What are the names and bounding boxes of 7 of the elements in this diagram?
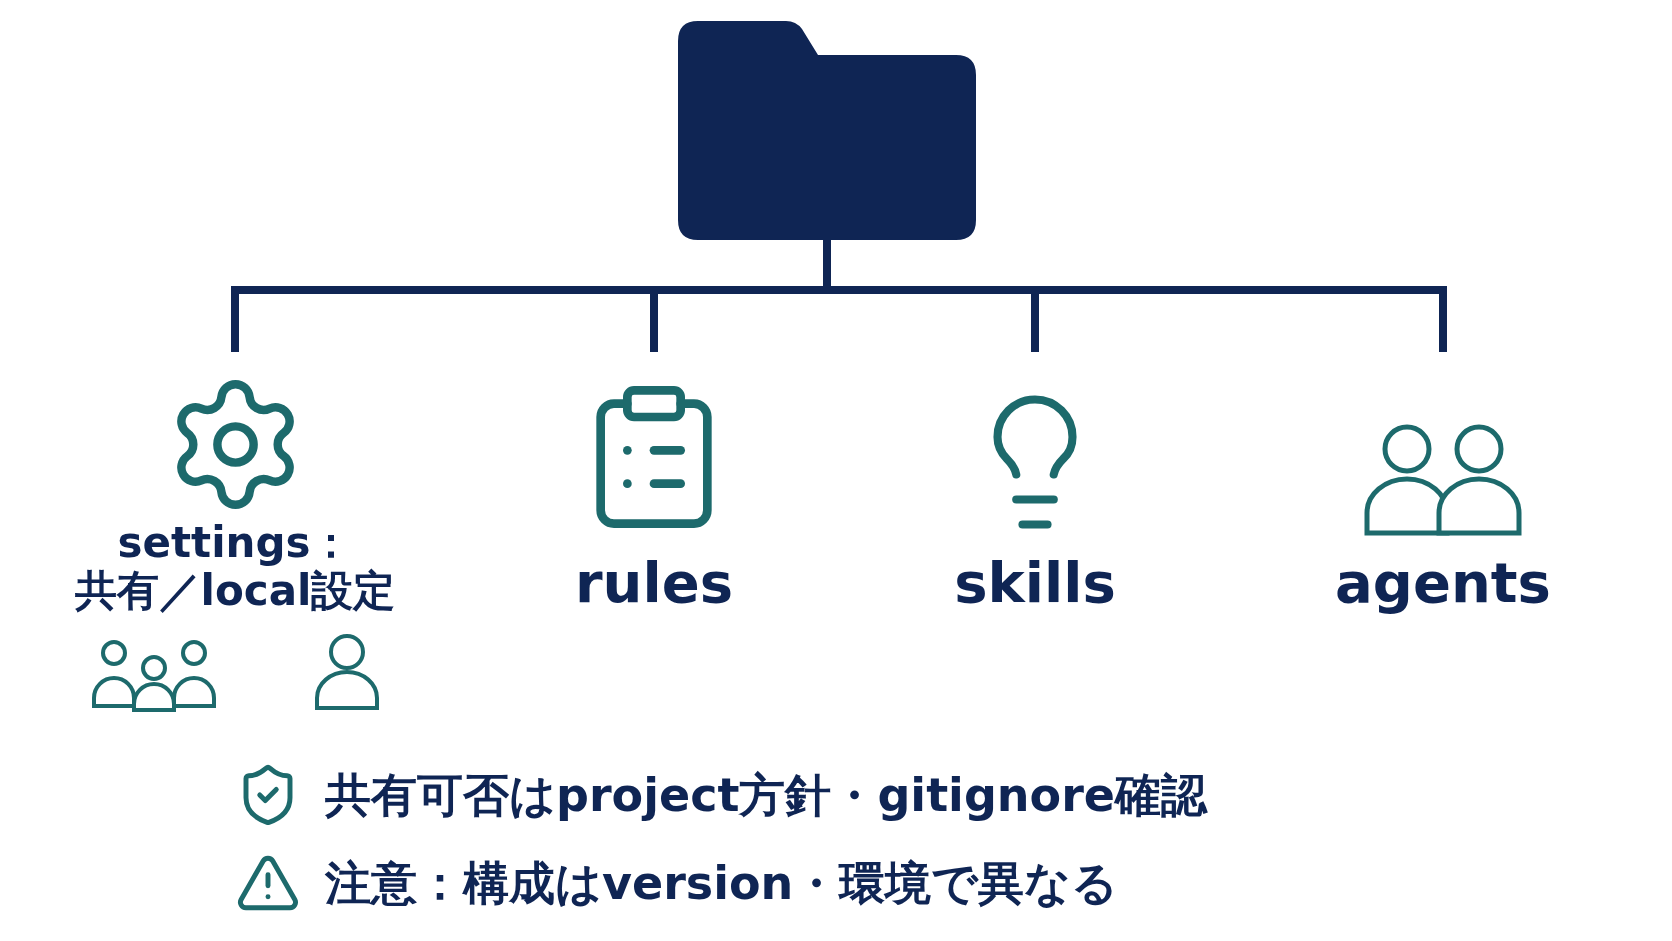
node-label: 共有／local設定 <box>74 567 396 616</box>
note-text: 共有可否はproject方針・gitignore確認 <box>325 769 1208 821</box>
node-label: agents <box>1335 551 1551 616</box>
node-label: skills <box>954 551 1116 616</box>
node-label: rules <box>575 551 733 616</box>
node-label: settings： <box>117 519 353 568</box>
note-text: 注意：構成はversion・環境で異なる <box>325 857 1119 909</box>
